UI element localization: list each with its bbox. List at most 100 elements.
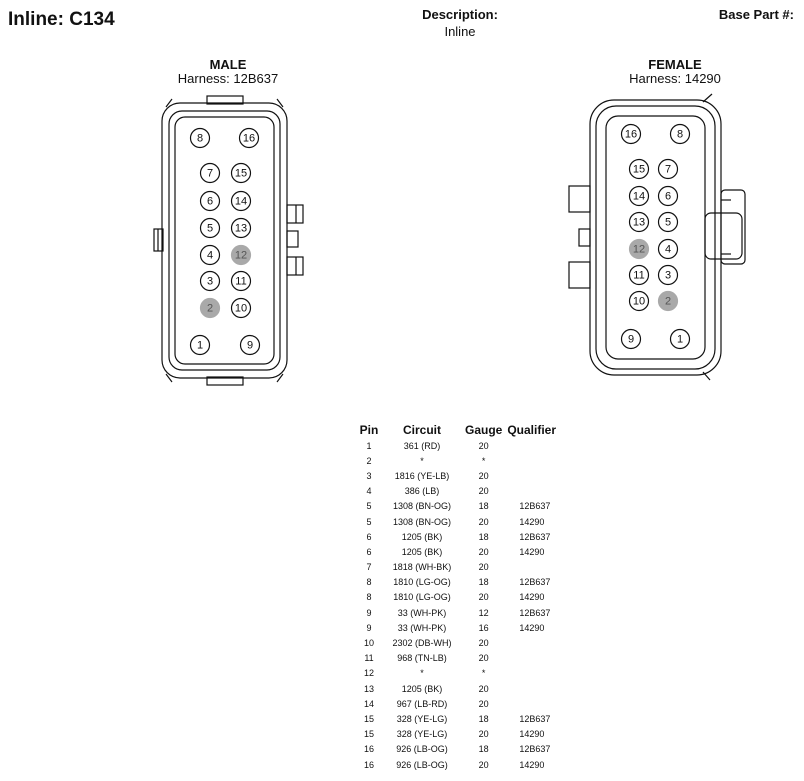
male-pin: 6 (199, 190, 221, 212)
male-pin: 3 (199, 270, 221, 292)
pin-label: 1 (197, 340, 203, 352)
gauge-cell: 18 (478, 531, 489, 542)
pin-circle (189, 334, 211, 356)
circuit-cell: 361 (RD) (403, 440, 441, 451)
pin-circle (669, 328, 691, 350)
pin-circle (620, 328, 642, 350)
pin-number-cell: 2 (366, 455, 372, 466)
pin-circle (230, 190, 252, 212)
pin-circle (628, 290, 650, 312)
pin-circle (669, 123, 691, 145)
circuit-cell: 926 (LB-OG) (396, 759, 448, 770)
female-harness: Harness: 14290 (629, 71, 721, 86)
pin-label: 3 (665, 270, 671, 282)
circuit-cell: 33 (WH-PK) (397, 622, 447, 633)
female-pin: 6 (657, 185, 679, 207)
qualifier-cell (505, 438, 589, 453)
pin-label: 9 (628, 334, 634, 346)
pin-label: 1 (677, 334, 683, 346)
circuit-cell: 386 (LB) (404, 486, 440, 497)
pin-label: 8 (197, 133, 203, 145)
pin-circle (230, 217, 252, 239)
qualifier-cell (505, 453, 589, 468)
header-circuit: Circuit (402, 422, 441, 437)
pin-number-cell: 5 (366, 516, 372, 527)
female-pin: 5 (657, 211, 679, 233)
male-connector-outline (153, 95, 304, 386)
pin-label: 5 (665, 217, 671, 229)
pin-label: 11 (235, 276, 246, 288)
pin-number-cell: 7 (366, 562, 372, 573)
circuit-cell: 1810 (LG-OG) (393, 592, 451, 603)
table-row: 12** (356, 666, 589, 681)
pin-table-header-row: Pin Circuit Gauge Qualifier (356, 421, 589, 438)
circuit-cell: 33 (WH-PK) (397, 607, 447, 618)
circuit-cell: 328 (YE-LG) (396, 713, 448, 724)
pin-circle (239, 334, 261, 356)
male-pin: 13 (230, 217, 252, 239)
gauge-cell: * (481, 668, 486, 679)
gauge-cell: 20 (478, 759, 489, 770)
female-title: FEMALE (648, 57, 702, 72)
male-harness: Harness: 12B637 (177, 71, 279, 86)
pin-label: 4 (207, 250, 213, 262)
table-row: 14 967 (LB-RD) 20 (356, 696, 589, 711)
qualifier-cell (505, 696, 589, 711)
circuit-cell: 1816 (YE-LB) (394, 470, 450, 481)
pin-label: 14 (235, 196, 247, 208)
qualifier-cell (505, 681, 589, 696)
pin-number-cell: 8 (366, 577, 372, 588)
gauge-cell: 20 (478, 698, 489, 709)
base-part-label: Base Part #: (718, 7, 794, 22)
male-pin: 4 (199, 244, 221, 266)
female-pin: 1 (669, 328, 691, 350)
qualifier-cell (505, 484, 589, 499)
pin-label: 16 (625, 129, 637, 141)
female-pin: 8 (669, 123, 691, 145)
female-pin: 2 (657, 290, 679, 312)
pin-number-cell: 6 (366, 546, 372, 557)
pin-number-cell: 14 (363, 698, 374, 709)
description-label: Description: (422, 7, 498, 22)
male-pin: 12 (230, 244, 252, 266)
pin-number-cell: 10 (363, 638, 374, 649)
gauge-cell: 20 (478, 562, 489, 573)
pin-circle (628, 185, 650, 207)
pin-number-cell: 16 (363, 744, 374, 755)
pin-circle (628, 158, 650, 180)
pin-number-cell: 15 (363, 729, 374, 740)
qualifier-cell (505, 651, 589, 666)
circuit-cell: 926 (LB-OG) (396, 744, 448, 755)
pin-label: 15 (633, 164, 645, 176)
gauge-cell: 20 (478, 440, 489, 451)
pin-circle (657, 264, 679, 286)
pin-number-cell: 11 (364, 653, 374, 664)
male-pin: 5 (199, 217, 221, 239)
pin-circle (199, 190, 221, 212)
pin-label: 12 (235, 250, 247, 262)
circuit-cell: 328 (YE-LG) (396, 729, 448, 740)
circuit-cell: 967 (LB-RD) (396, 698, 448, 709)
pin-label: 5 (207, 223, 213, 235)
male-pin: 9 (239, 334, 261, 356)
header-qualifier: Qualifier (507, 422, 557, 437)
pin-number-cell: 8 (366, 592, 372, 603)
pin-label: 15 (235, 168, 247, 180)
qualifier-cell (505, 635, 589, 650)
gauge-cell: 18 (478, 501, 489, 512)
pin-label: 4 (665, 244, 671, 256)
male-pin: 8 (189, 127, 211, 149)
pin-circle (189, 127, 211, 149)
